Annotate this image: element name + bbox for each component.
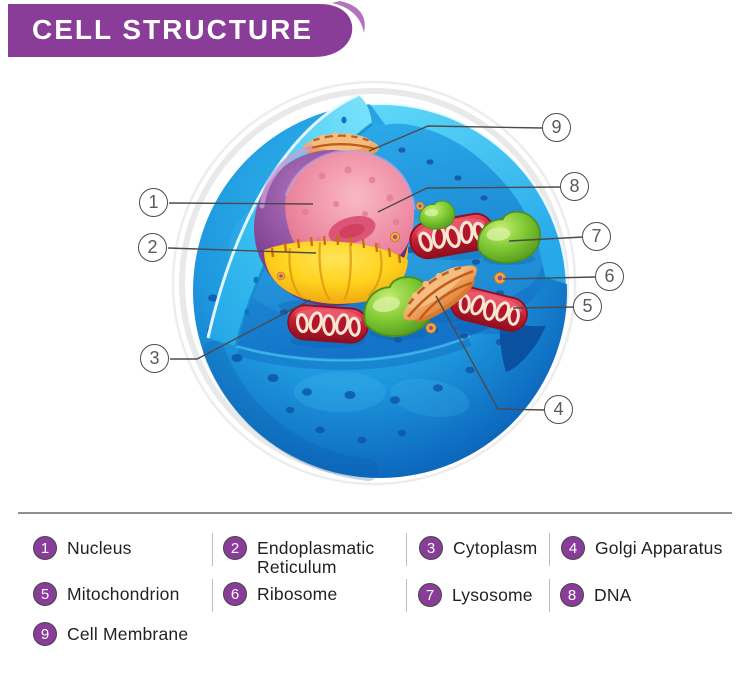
legend-item-golgi-apparatus: 4 Golgi Apparatus — [561, 536, 723, 560]
chromatin-spots — [301, 166, 400, 258]
legend-column-divider — [549, 533, 550, 566]
legend-label-cytoplasm: Cytoplasm — [453, 538, 538, 558]
callout-line-6 — [502, 276, 596, 280]
legend-label-golgi-apparatus: Golgi Apparatus — [595, 538, 723, 558]
legend-label-lysosome: Lysosome — [452, 585, 533, 605]
callout-3: 3 — [140, 344, 169, 373]
callout-line-4 — [435, 295, 546, 411]
callout-7: 7 — [582, 222, 611, 251]
legend-badge-2: 2 — [223, 536, 247, 560]
callout-line-2 — [167, 247, 317, 254]
legend-item-lysosome: 7 Lysosome — [418, 583, 533, 607]
legend-badge-5: 5 — [33, 582, 57, 606]
legend-item-cytoplasm: 3 Cytoplasm — [419, 536, 537, 560]
legend-item-ribosome: 6 Ribosome — [223, 582, 337, 606]
membrane-fold — [499, 320, 546, 372]
callout-line-3 — [170, 299, 311, 360]
callout-line-9 — [368, 125, 544, 152]
legend-label-cell-membrane: Cell Membrane — [67, 624, 189, 644]
legend-column-divider — [406, 533, 407, 566]
callout-lines — [167, 125, 596, 411]
legend-column-divider — [549, 579, 550, 612]
legend-badge-9: 9 — [33, 622, 57, 646]
banner-shape — [8, 4, 353, 57]
callout-line-8 — [377, 186, 562, 213]
organelles — [254, 130, 544, 348]
banner-swoosh — [332, 1, 365, 33]
legend-badge-3: 3 — [419, 536, 443, 560]
legend-column-divider — [212, 579, 213, 612]
legend-divider-rule — [18, 512, 732, 514]
membrane-band — [370, 103, 567, 284]
legend-badge-4: 4 — [561, 536, 585, 560]
er-stitches — [270, 235, 402, 264]
legend-label-nucleus: Nucleus — [67, 538, 132, 558]
er-folds — [288, 241, 383, 301]
legend-column-divider — [406, 579, 407, 612]
callout-8: 8 — [560, 172, 589, 201]
legend-item-dna: 8 DNA — [560, 583, 632, 607]
callout-line-5 — [512, 306, 575, 309]
legend-item-mitochondrion: 5 Mitochondrion — [33, 582, 180, 606]
callout-6: 6 — [595, 262, 624, 291]
title-banner: CELL STRUCTURE — [0, 0, 400, 62]
legend-label-ribosome: Ribosome — [257, 584, 338, 604]
callout-5: 5 — [573, 292, 602, 321]
legend-item-endoplasmatic-reticulum: 2 Endoplasmatic Reticulum — [223, 536, 374, 577]
callout-2: 2 — [138, 233, 167, 262]
legend-column-divider — [212, 533, 213, 566]
legend-badge-7: 7 — [418, 583, 442, 607]
cell-illustration — [167, 80, 596, 486]
legend-label-endoplasmatic-reticulum: Endoplasmatic Reticulum — [257, 538, 375, 577]
legend-badge-8: 8 — [560, 583, 584, 607]
callout-9: 9 — [542, 113, 571, 142]
legend-label-mitochondrion: Mitochondrion — [67, 584, 180, 604]
legend-label-dna: DNA — [594, 585, 632, 605]
legend-item-cell-membrane: 9 Cell Membrane — [33, 622, 188, 646]
callout-line-7 — [508, 236, 584, 242]
page-title: CELL STRUCTURE — [32, 14, 314, 45]
callout-1: 1 — [139, 188, 168, 217]
legend-badge-6: 6 — [223, 582, 247, 606]
legend-badge-1: 1 — [33, 536, 57, 560]
callout-line-1 — [168, 202, 314, 205]
callout-4: 4 — [544, 395, 573, 424]
legend-item-nucleus: 1 Nucleus — [33, 536, 132, 560]
